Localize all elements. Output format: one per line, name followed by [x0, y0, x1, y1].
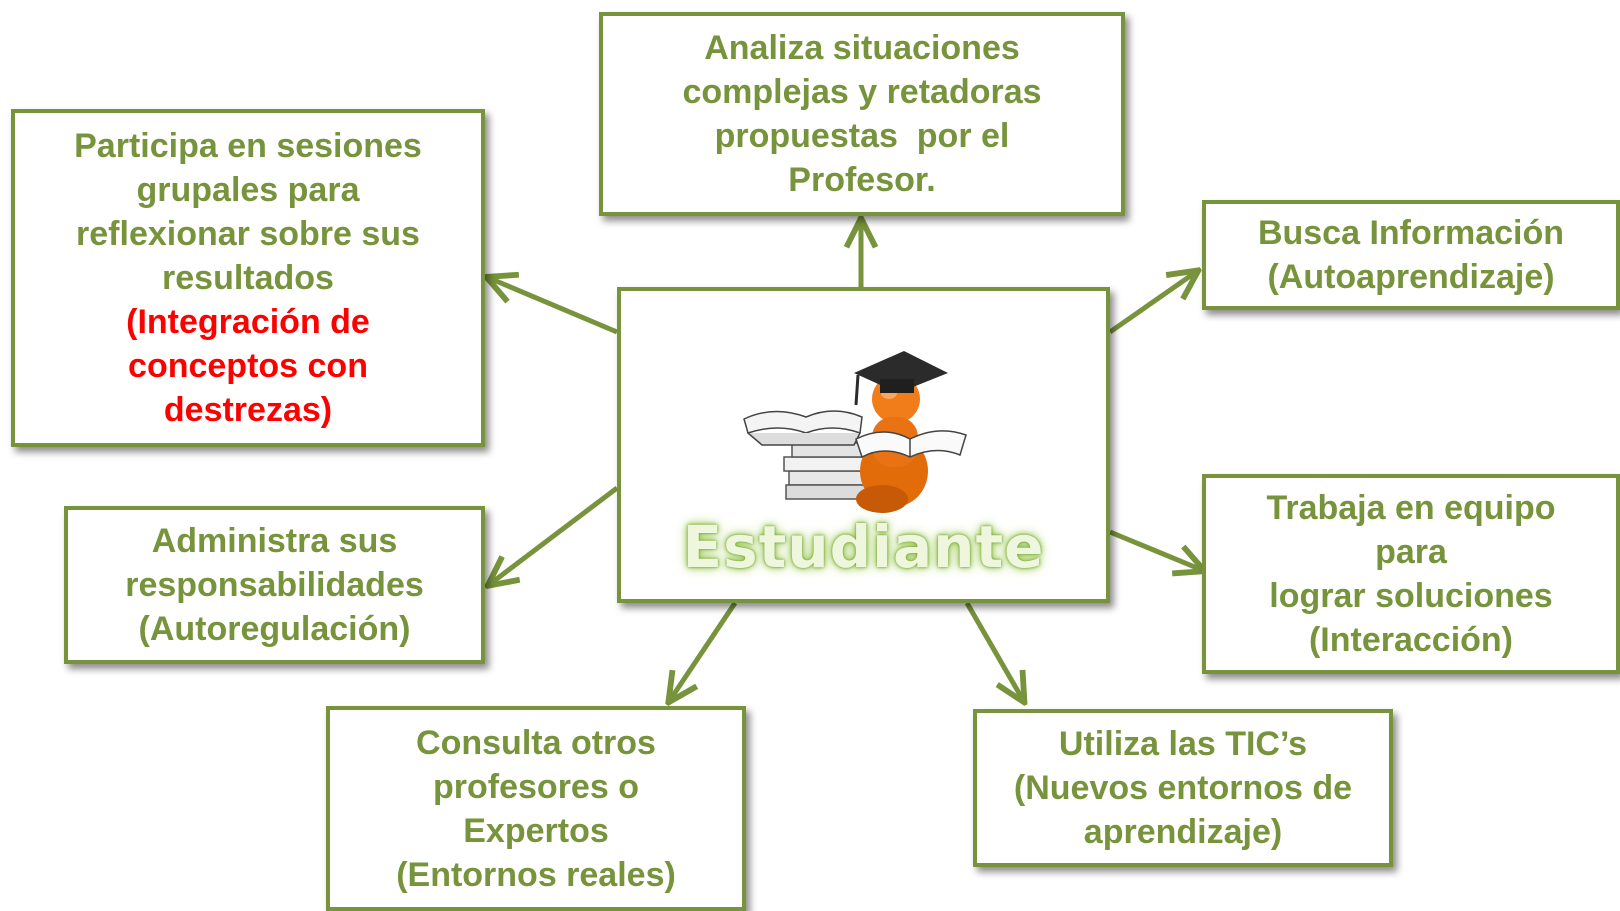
student-reading-icon	[742, 351, 967, 513]
box-left-mid-line-3: (Autoregulación)	[138, 610, 411, 648]
box-left-top-line-2: grupales para	[136, 171, 360, 209]
box-left-mid-line-1: Administra sus	[151, 522, 398, 560]
book-stack-icon	[742, 410, 873, 500]
box-top-line-2: complejas y retadoras	[682, 73, 1042, 111]
box-bottom-left-line-3: Expertos	[463, 811, 609, 850]
box-right-top-line-2: (Autoaprendizaje)	[1267, 258, 1555, 296]
arrow-to-bottom-right	[964, 601, 1023, 700]
center-box-estudiante: Estudiante	[617, 287, 1110, 603]
box-top-line-1: Analiza situaciones	[704, 29, 1020, 67]
box-administra-responsabilidades: Administra sus responsabilidades (Autore…	[64, 506, 485, 664]
box-right-mid-line-4: (Interacción)	[1308, 621, 1514, 659]
box-bottom-left-line-2: profesores o	[433, 767, 639, 806]
box-left-top-red-line-3: destrezas)	[163, 391, 333, 429]
arrow-to-left-top	[489, 278, 618, 335]
box-bottom-left-line-1: Consulta otros	[416, 723, 656, 762]
arrow-to-left-mid	[490, 486, 619, 584]
center-title: Estudiante	[682, 513, 1045, 581]
open-book-icon	[854, 430, 967, 459]
box-busca-informacion: Busca Información (Autoaprendizaje)	[1202, 200, 1620, 310]
box-right-top-line-1: Busca Información	[1257, 214, 1565, 252]
box-left-top-red-line-1: (Integración de	[126, 303, 370, 341]
box-consulta-otros-profesores: Consulta otros profesores o Expertos (En…	[326, 706, 746, 911]
box-right-mid-line-3: lograr soluciones	[1269, 577, 1553, 615]
box-bottom-right-line-1: Utiliza las TIC’s	[1058, 725, 1308, 763]
arrow-to-right-mid	[1109, 529, 1202, 570]
box-left-top-line-4: resultados	[162, 259, 334, 297]
box-right-mid-line-2: para	[1375, 533, 1447, 571]
arrow-to-bottom-left	[670, 601, 738, 700]
box-bottom-right-line-3: aprendizaje)	[1083, 813, 1283, 851]
box-left-top-line-1: Participa en sesiones	[74, 127, 422, 165]
box-left-top-red-line-2: conceptos con	[128, 347, 368, 385]
box-top-line-4: Profesor.	[788, 161, 936, 199]
box-analiza-situaciones: Analiza situaciones complejas y retadora…	[599, 12, 1125, 216]
box-utiliza-tics: Utiliza las TIC’s (Nuevos entornos de ap…	[973, 709, 1393, 867]
box-participa-sesiones: Participa en sesiones grupales para refl…	[11, 109, 485, 447]
arrow-to-right-top	[1108, 272, 1196, 335]
box-top-line-3: propuestas por el	[714, 117, 1010, 155]
box-left-top-line-3: reflexionar sobre sus	[76, 215, 420, 253]
box-left-mid-line-2: responsabilidades	[125, 566, 424, 604]
box-bottom-left-line-4: (Entornos reales)	[396, 855, 676, 894]
box-bottom-right-line-2: (Nuevos entornos de	[1013, 769, 1353, 807]
box-trabaja-en-equipo: Trabaja en equipo para lograr soluciones…	[1202, 474, 1620, 674]
box-right-mid-line-1: Trabaja en equipo	[1266, 489, 1556, 527]
